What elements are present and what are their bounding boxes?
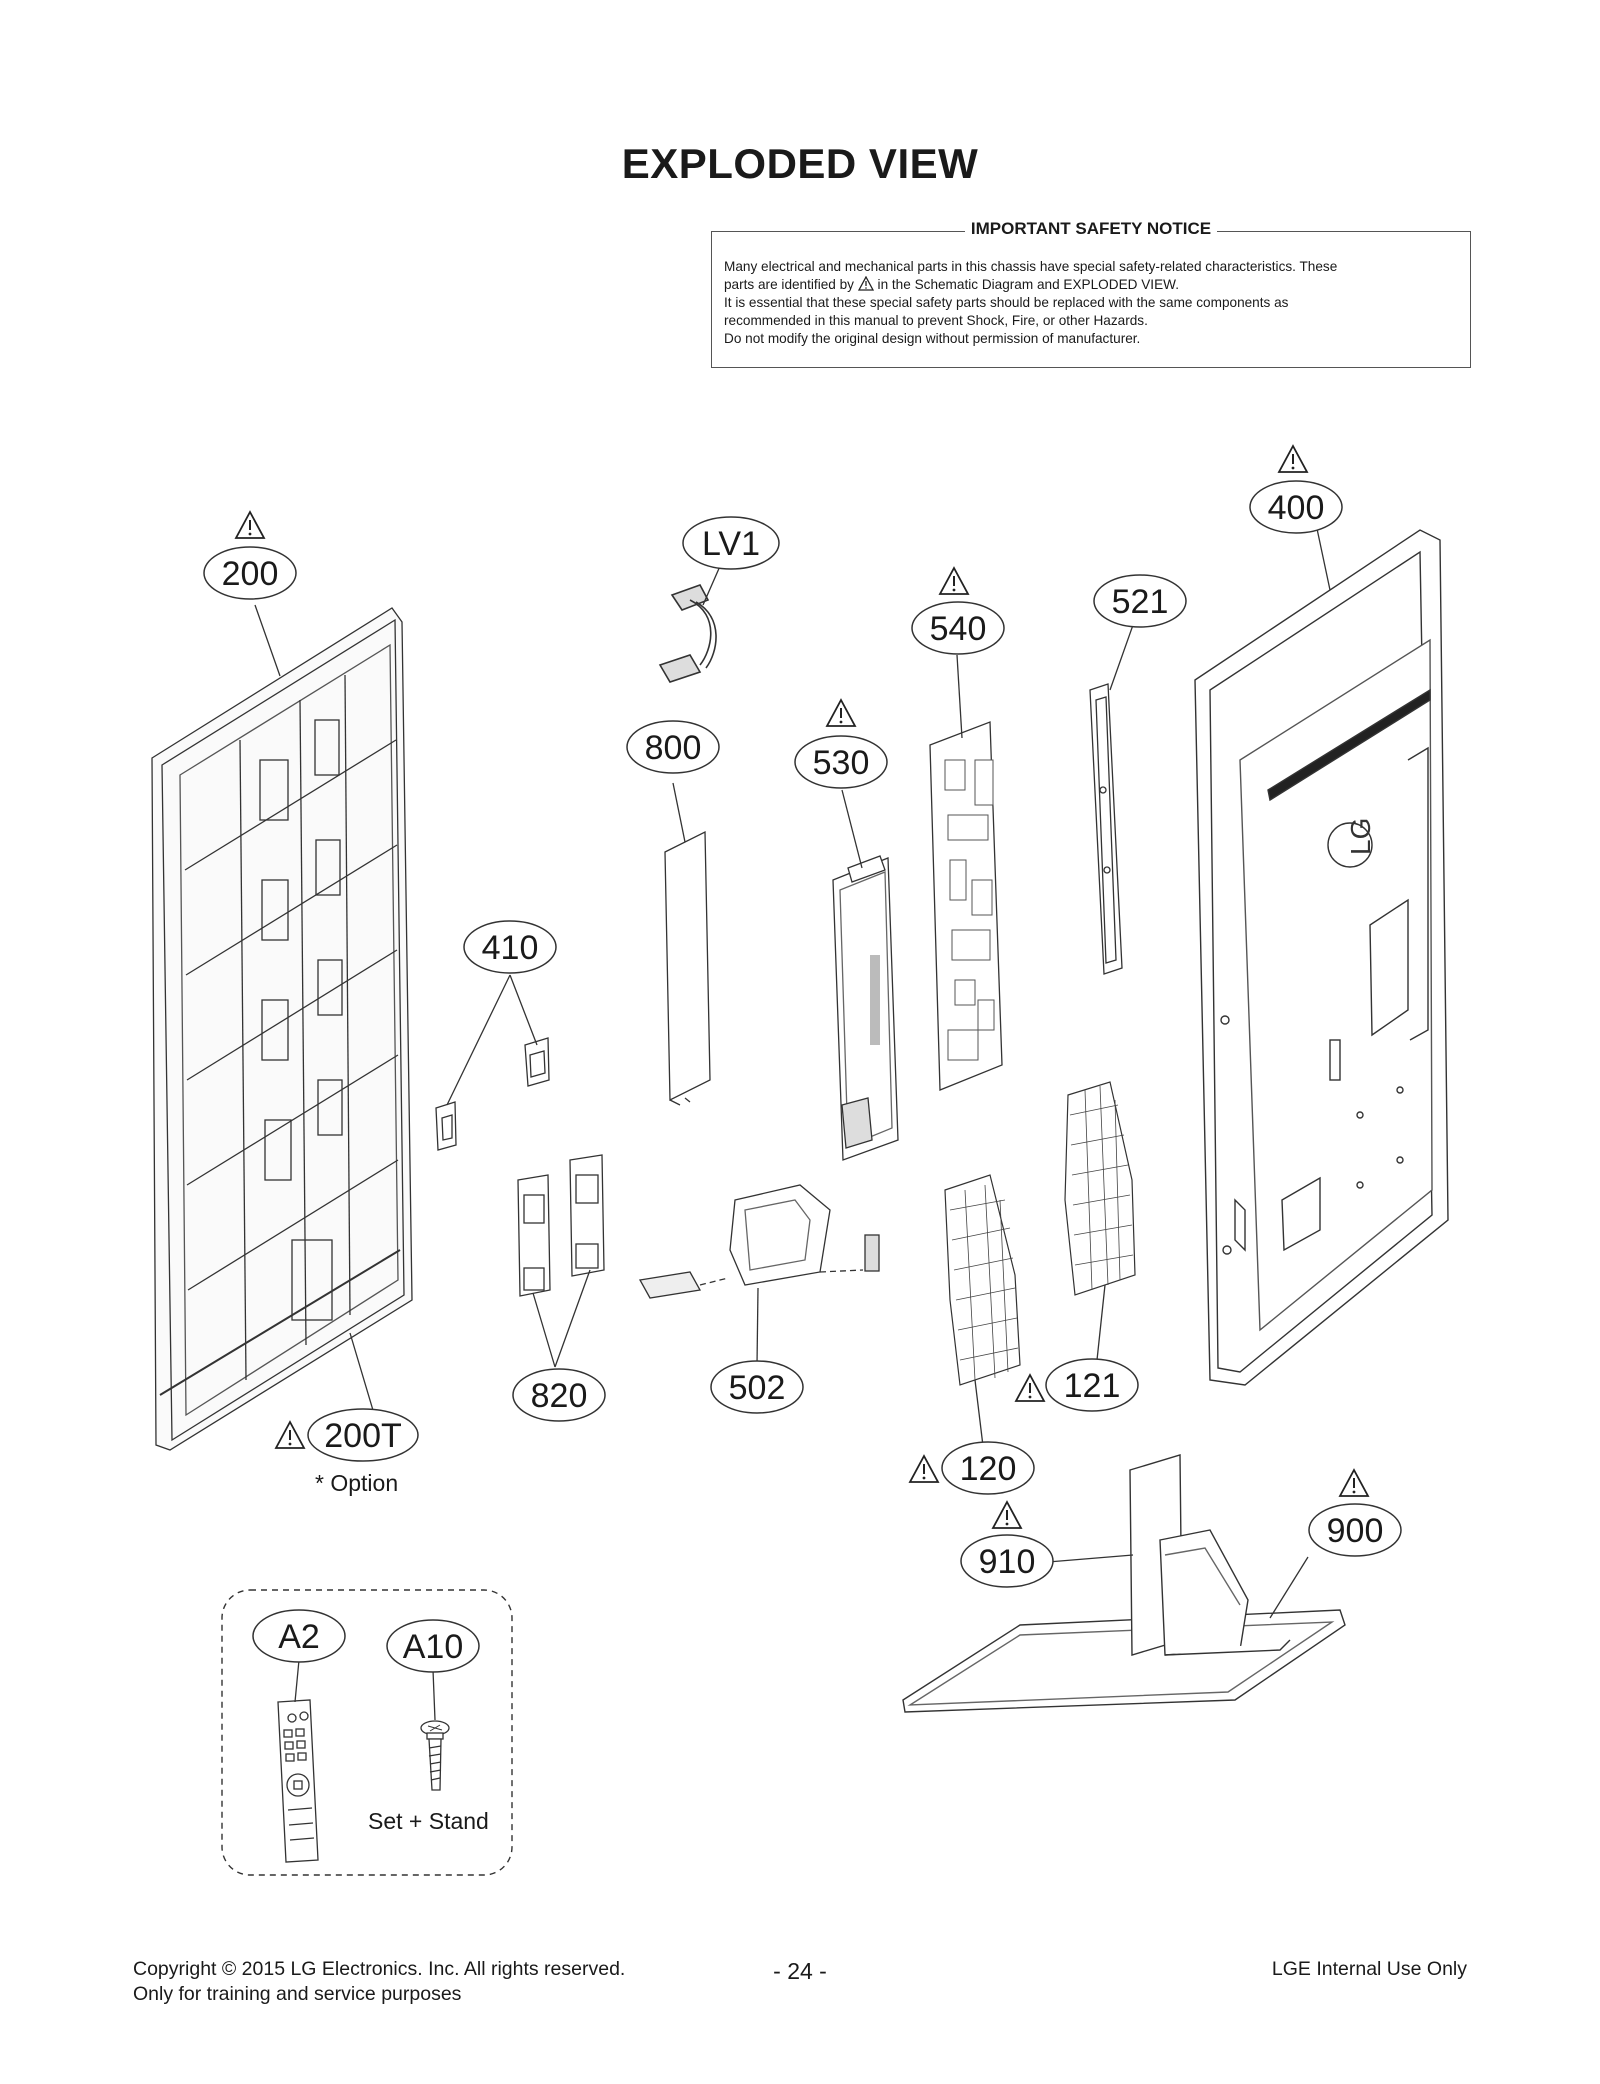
side-bracket-521-part bbox=[1089, 683, 1123, 975]
svg-text:LG: LG bbox=[1345, 818, 1376, 855]
display-panel-part bbox=[151, 607, 413, 1451]
shield-sheet-800-part bbox=[664, 830, 711, 1106]
svg-text:900: 900 bbox=[1327, 1512, 1384, 1550]
page-number: - 24 - bbox=[773, 1958, 827, 1984]
warning-triangle-icon bbox=[1278, 445, 1308, 473]
training-text: Only for training and service purposes bbox=[133, 1983, 462, 2005]
notice-line: recommended in this manual to prevent Sh… bbox=[724, 313, 1148, 328]
svg-text:A10: A10 bbox=[403, 1628, 464, 1666]
power-board-530-part bbox=[832, 855, 899, 1161]
stand-part bbox=[902, 1454, 1346, 1713]
callout-820: 820 bbox=[512, 1368, 606, 1422]
svg-text:820: 820 bbox=[531, 1377, 588, 1415]
svg-text:530: 530 bbox=[813, 744, 870, 782]
remote-control-a2 bbox=[277, 1699, 319, 1863]
warning-triangle-icon bbox=[235, 511, 265, 539]
internal-use-text: LGE Internal Use Only bbox=[1271, 1958, 1467, 1980]
main-board-540-part bbox=[929, 721, 1003, 1091]
footer-left: Copyright © 2015 LG Electronics. Inc. Al… bbox=[133, 1957, 625, 2007]
callout-lv1: LV1 bbox=[682, 516, 780, 570]
warning-triangle-icon bbox=[1015, 1374, 1045, 1402]
callout-900: 900 bbox=[1308, 1503, 1402, 1557]
safety-notice-body: Many electrical and mechanical parts in … bbox=[724, 258, 1458, 348]
safety-notice-box: IMPORTANT SAFETY NOTICE Many electrical … bbox=[711, 219, 1471, 368]
svg-text:200: 200 bbox=[222, 555, 279, 593]
speaker-120-part bbox=[944, 1174, 1021, 1386]
callout-502: 502 bbox=[710, 1360, 804, 1414]
tv-logo: LG bbox=[1327, 818, 1376, 868]
callout-a2: A2 bbox=[252, 1609, 346, 1663]
option-note: * Option bbox=[315, 1470, 399, 1496]
svg-text:LV1: LV1 bbox=[702, 525, 760, 563]
warning-triangle-icon bbox=[992, 1501, 1022, 1529]
callout-530: 530 bbox=[794, 735, 888, 789]
set-stand-note: Set + Stand bbox=[368, 1808, 489, 1834]
screw-a10 bbox=[420, 1720, 450, 1791]
callout-410: 410 bbox=[463, 920, 557, 974]
callout-200t: 200T bbox=[307, 1408, 419, 1462]
notice-line: Many electrical and mechanical parts in … bbox=[724, 259, 1338, 274]
notice-line: parts are identified by in the Schematic… bbox=[724, 276, 1179, 292]
callout-540: 540 bbox=[911, 601, 1005, 655]
notice-line: It is essential that these special safet… bbox=[724, 295, 1289, 310]
warning-triangle-icon bbox=[826, 699, 856, 727]
speaker-121-part bbox=[1064, 1081, 1136, 1296]
bracket-410-part bbox=[435, 1037, 550, 1151]
warning-triangle-icon bbox=[909, 1455, 939, 1483]
callout-121: 121 bbox=[1045, 1358, 1139, 1412]
back-cover-400-part: LG bbox=[1194, 529, 1449, 1386]
callouts: 200 200T 410 820 LV1 800 530 540 502 521… bbox=[203, 480, 1402, 1673]
svg-text:800: 800 bbox=[645, 729, 702, 767]
callout-521: 521 bbox=[1093, 574, 1187, 628]
callout-a10: A10 bbox=[386, 1619, 480, 1673]
bracket-820-part bbox=[517, 1154, 605, 1297]
svg-text:410: 410 bbox=[482, 929, 539, 967]
svg-text:521: 521 bbox=[1112, 583, 1169, 621]
copyright-text: Copyright © 2015 LG Electronics. Inc. Al… bbox=[133, 1958, 626, 1980]
svg-text:120: 120 bbox=[960, 1450, 1017, 1488]
callout-200: 200 bbox=[203, 546, 297, 600]
cable-lv1-part bbox=[658, 584, 717, 683]
callout-910: 910 bbox=[960, 1534, 1054, 1588]
callout-400: 400 bbox=[1249, 480, 1343, 534]
safety-notice-heading: IMPORTANT SAFETY NOTICE bbox=[964, 219, 1218, 238]
page-title: EXPLODED VIEW bbox=[621, 140, 979, 187]
warning-triangle-icon bbox=[857, 276, 874, 291]
warning-triangle-icon bbox=[939, 567, 969, 595]
warning-triangle-icon bbox=[1339, 1469, 1369, 1497]
svg-text:540: 540 bbox=[930, 610, 987, 648]
callout-800: 800 bbox=[626, 720, 720, 774]
leader-lines bbox=[254, 523, 1331, 1721]
accessories-box bbox=[221, 1589, 513, 1876]
svg-text:910: 910 bbox=[979, 1543, 1036, 1581]
notice-line: Do not modify the original design withou… bbox=[724, 331, 1141, 346]
bracket-502-part bbox=[638, 1184, 880, 1299]
svg-text:400: 400 bbox=[1268, 489, 1325, 527]
svg-text:A2: A2 bbox=[278, 1618, 320, 1656]
warning-triangle-icon bbox=[275, 1421, 305, 1449]
svg-text:121: 121 bbox=[1064, 1367, 1121, 1405]
callout-120: 120 bbox=[941, 1441, 1035, 1495]
svg-text:200T: 200T bbox=[324, 1417, 402, 1455]
svg-text:502: 502 bbox=[729, 1369, 786, 1407]
